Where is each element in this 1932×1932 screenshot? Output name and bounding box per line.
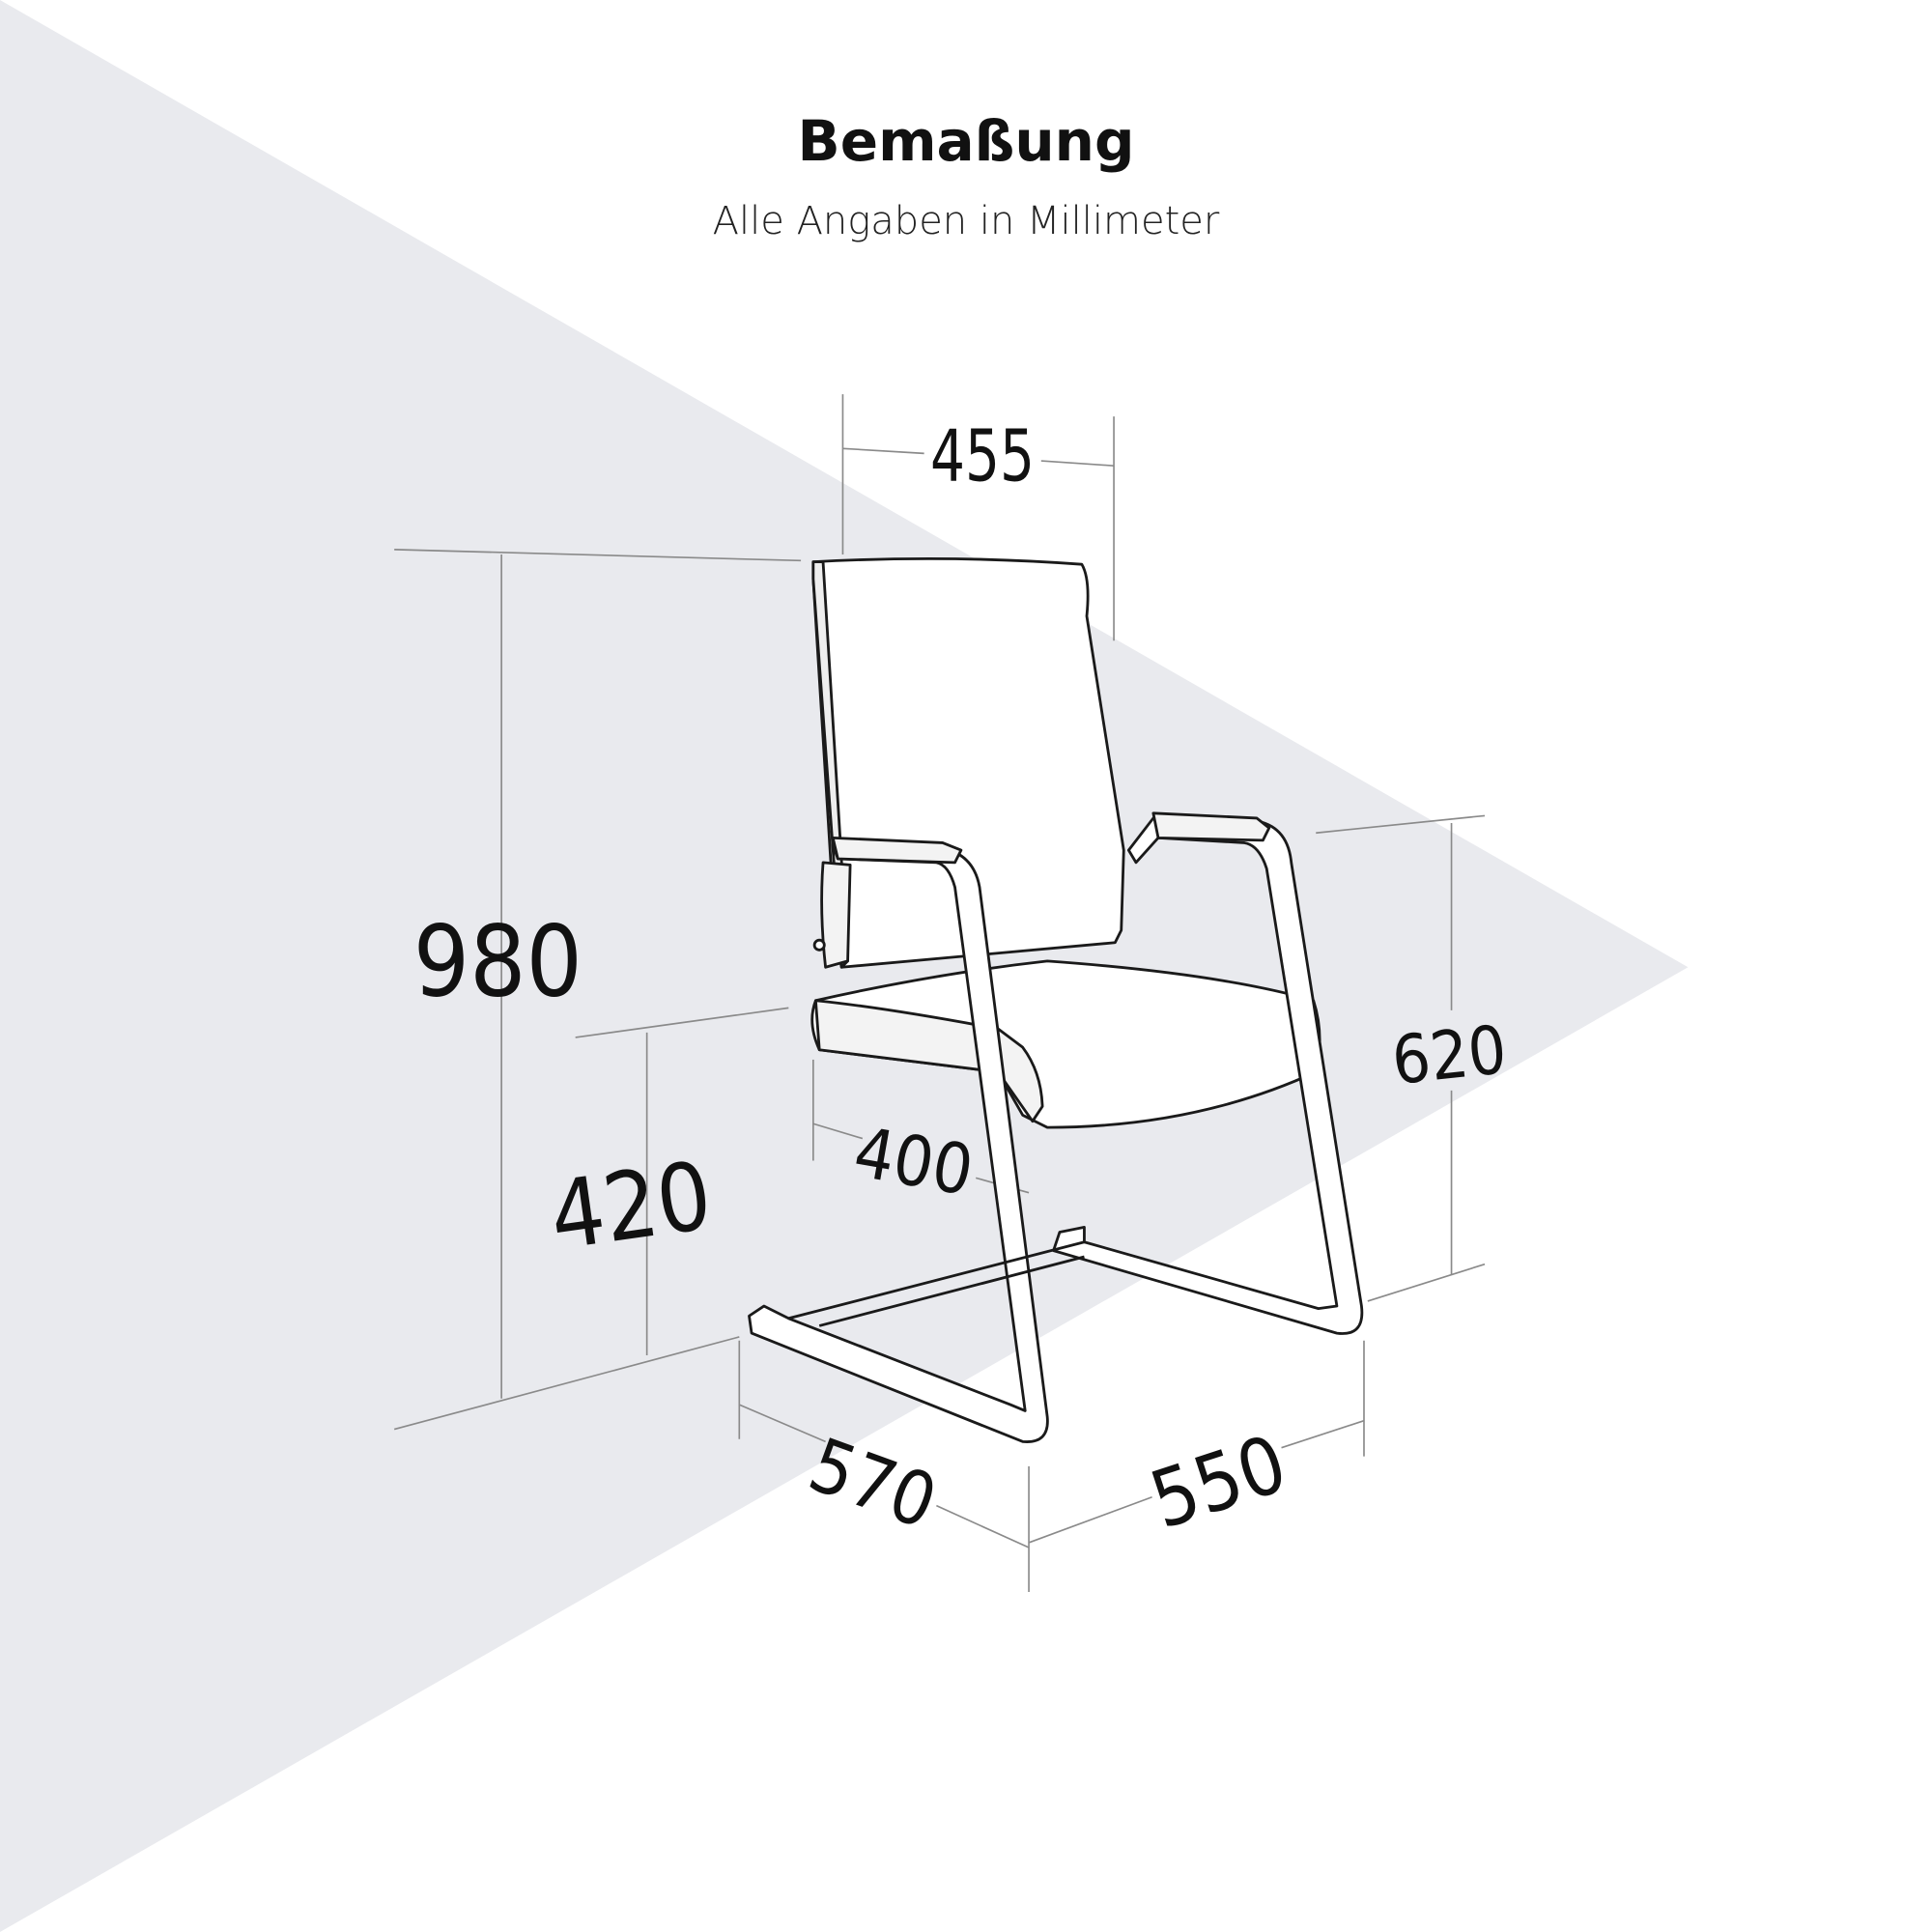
dim-seat-depth-label: 400 (848, 1112, 979, 1211)
left-side-bracket (820, 861, 852, 969)
right-armrest-frame (1052, 816, 1364, 1335)
page-title: Bemaßung (797, 108, 1135, 174)
backrest (811, 556, 1125, 969)
left-armrest-frame (748, 843, 1049, 1443)
dim-width-label: 455 (930, 415, 1035, 498)
page-subtitle: Alle Angaben in Millimeter (712, 199, 1220, 243)
chair (748, 556, 1364, 1443)
base-crossbar (787, 1240, 1085, 1321)
dim-seat-height-label: 420 (544, 1141, 719, 1271)
right-armrest-pad (1151, 811, 1271, 842)
seat (810, 959, 1321, 1129)
dim-base-width-label: 550 (1140, 1418, 1297, 1548)
dim-armrest-height-label: 620 (1388, 1011, 1510, 1100)
dim-total-height-label: 980 (413, 905, 582, 1020)
dim-depth-label: 570 (798, 1422, 947, 1547)
left-armrest-pad (831, 836, 963, 865)
